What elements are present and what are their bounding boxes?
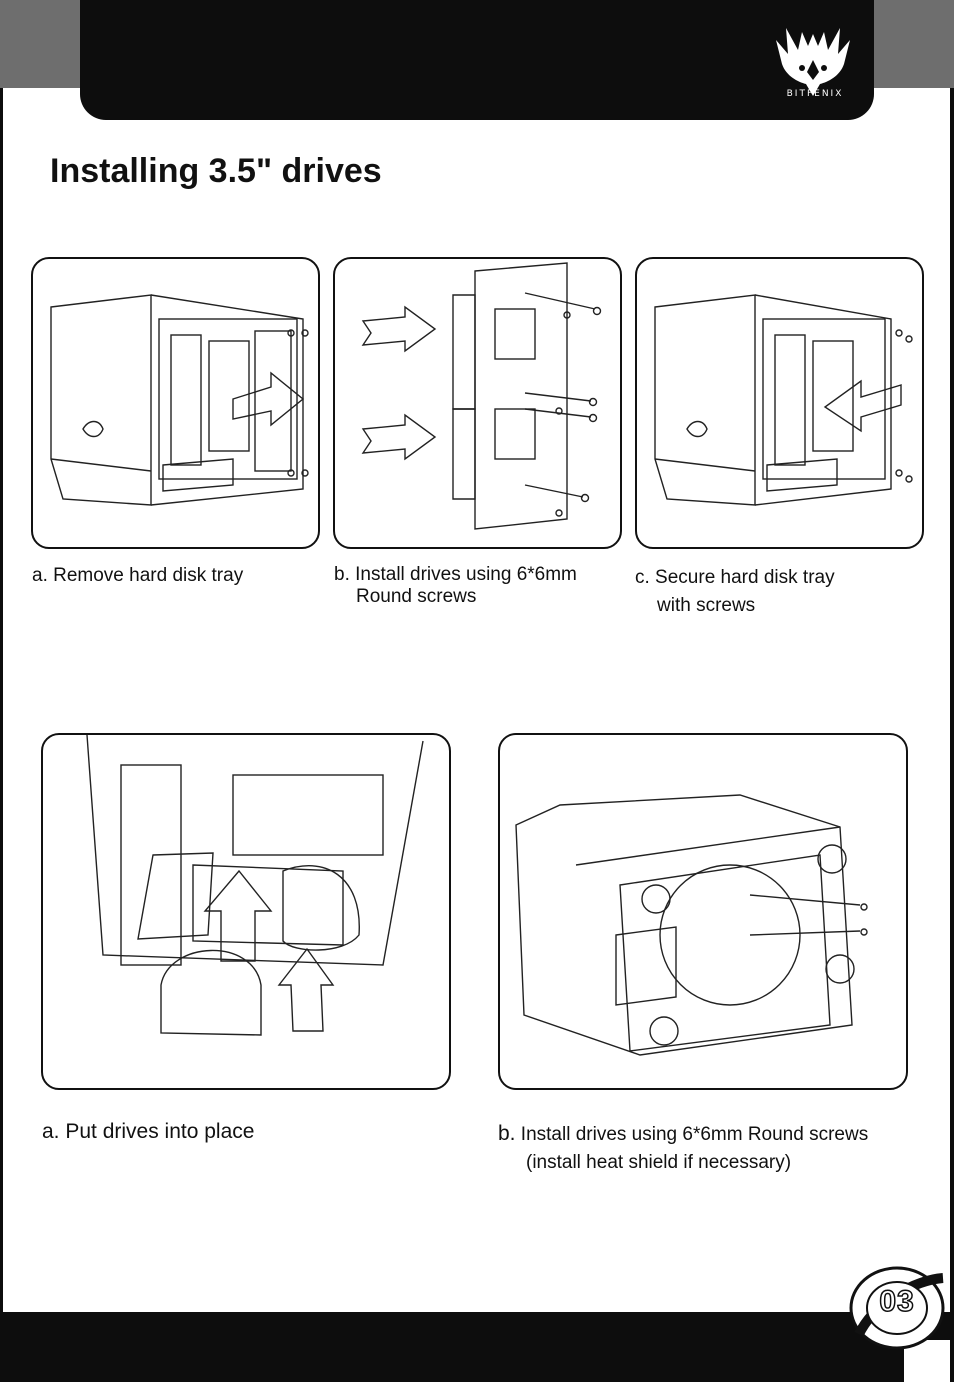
step-caption-a: a. Remove hard disk tray <box>32 564 243 588</box>
tray-screws-illustration <box>361 262 602 530</box>
header-accent-left <box>0 0 80 88</box>
header-accent-right <box>874 0 954 88</box>
figure-remove-tray <box>31 257 320 549</box>
step-caption-line2: (install heat shield if necessary) <box>526 1152 792 1173</box>
bitfenix-wing-logo-icon <box>776 28 850 96</box>
drives-place-illustration <box>86 735 424 1036</box>
step-caption-prefix: b. <box>498 1122 516 1145</box>
page-number-badge-icon <box>849 1266 945 1350</box>
step-caption-c: c. Secure hard disk tray with screws <box>635 564 835 620</box>
header-bar <box>80 0 874 120</box>
step-caption-b: b. Install drives using 6*6mm Round scre… <box>334 564 577 608</box>
step-caption-line1: Install drives using 6*6mm Round screws <box>520 1124 869 1145</box>
case-side-illustration <box>50 294 309 506</box>
case-bottom-illustration <box>515 794 868 1056</box>
step-caption-line2: with screws <box>657 595 756 616</box>
step-caption-line1: a. Remove hard disk tray <box>32 565 244 586</box>
figure-install-drives-tray <box>333 257 622 549</box>
footer-bar <box>0 1312 904 1382</box>
figure-install-bottom-screws <box>498 733 908 1090</box>
figure-put-drives <box>41 733 451 1090</box>
logo-wordmark: BITFENIX <box>786 89 844 99</box>
case-secure-illustration <box>654 294 913 506</box>
step-caption-line2: Round screws <box>356 586 477 607</box>
page-border-right <box>950 88 954 1313</box>
page-title: Installing 3.5" drives <box>50 152 382 190</box>
step-caption-line1: a. Put drives into place <box>42 1120 255 1143</box>
step-caption-put-drives: a. Put drives into place <box>42 1120 254 1144</box>
step-caption-line1: b. Install drives using 6*6mm <box>334 564 577 585</box>
page-number: 03 <box>879 1284 915 1319</box>
page-border-right-lower <box>950 1340 954 1382</box>
step-caption-line1: c. Secure hard disk tray <box>635 567 835 588</box>
page-border-left <box>0 88 3 1313</box>
figure-secure-tray <box>635 257 924 549</box>
step-caption-install-bottom: b. Install drives using 6*6mm Round scre… <box>498 1120 868 1177</box>
